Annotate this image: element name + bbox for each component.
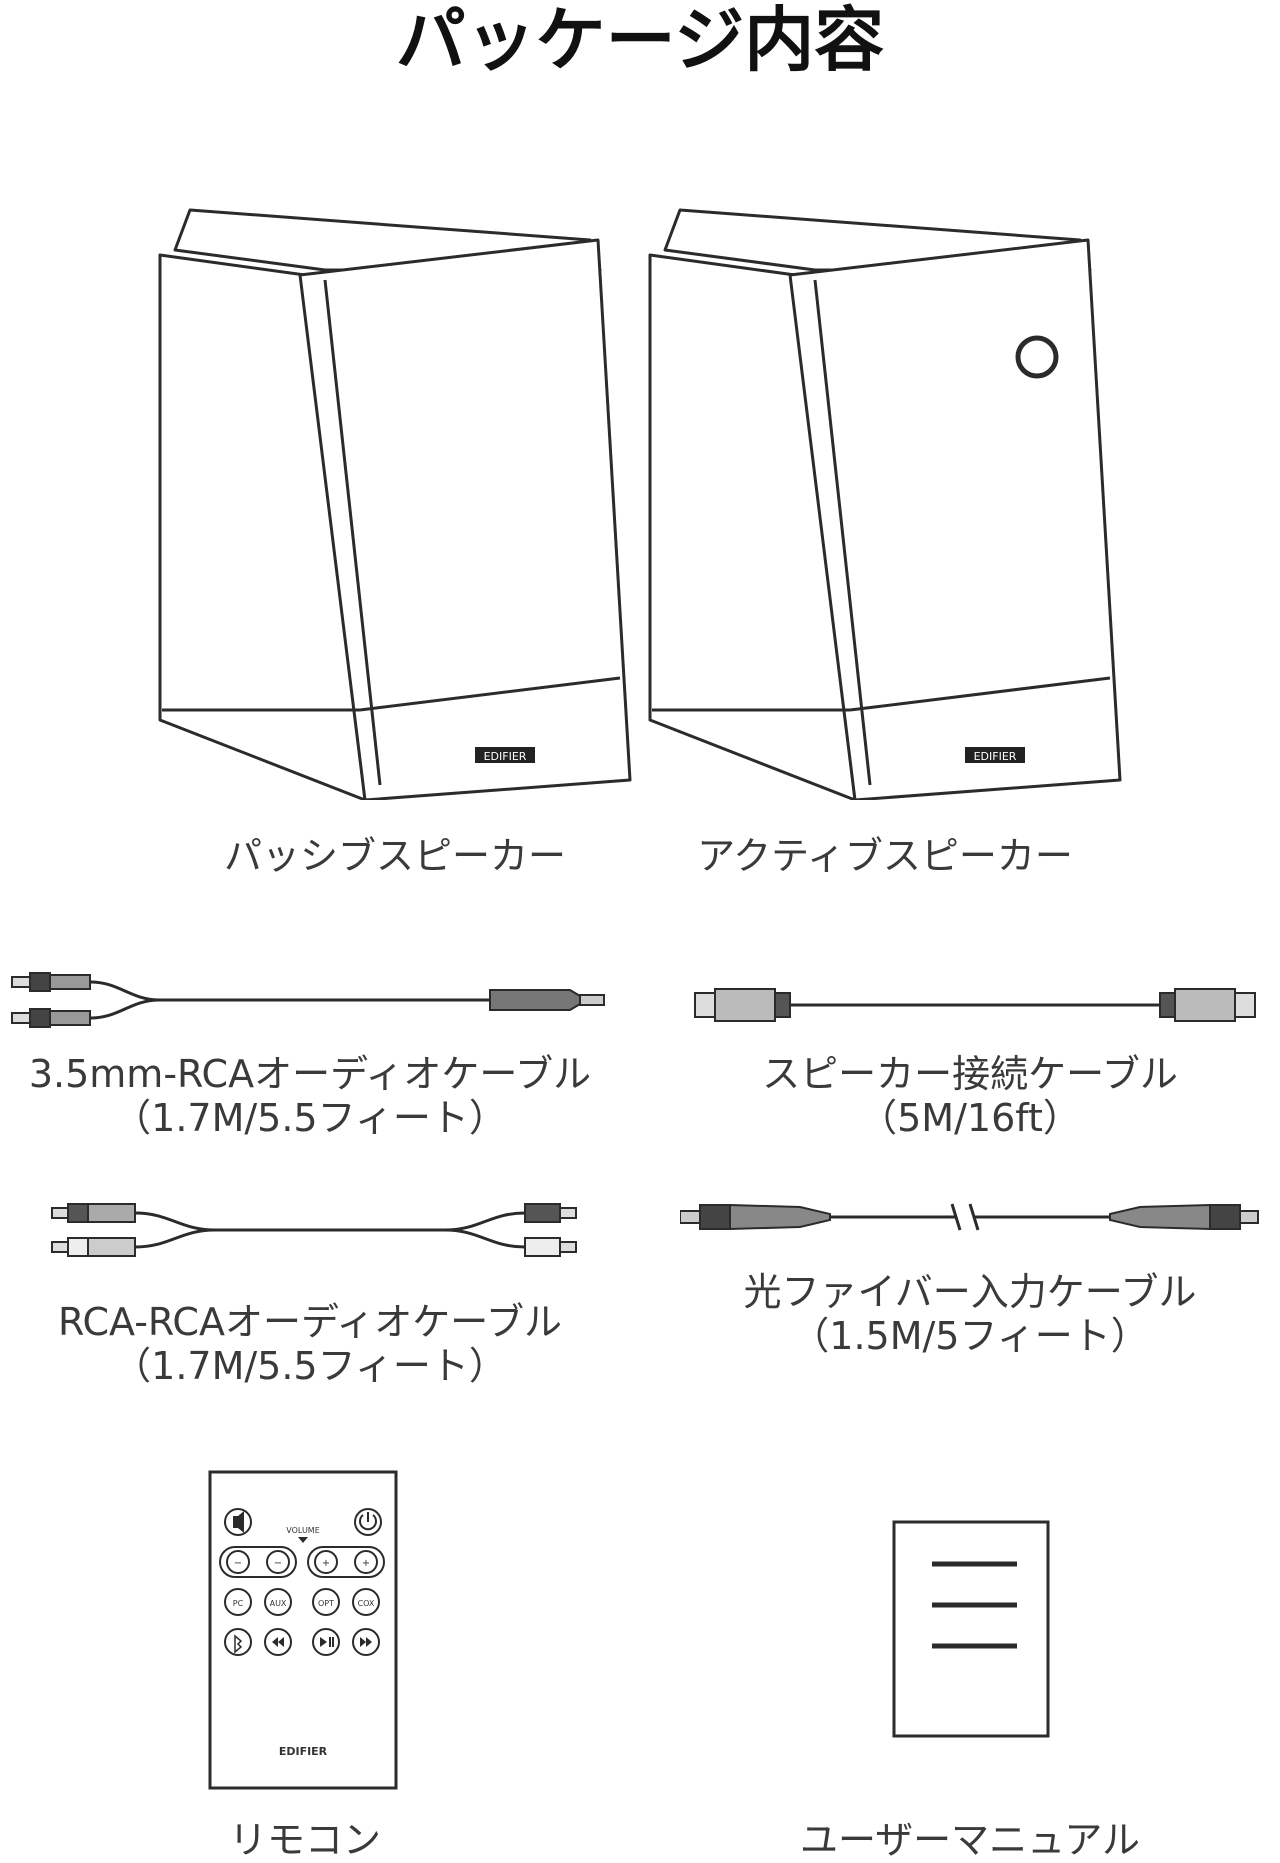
remote-btn-vol-up-2: + [362, 1558, 370, 1569]
remote-btn-cox: COX [358, 1599, 375, 1608]
manual-label: ユーザーマニュアル [799, 1818, 1141, 1862]
active-speaker-label: アクティブスピーカー [697, 834, 1073, 878]
logo-icon [475, 747, 535, 763]
passive-speaker-illustration: EDIFIER [150, 200, 640, 800]
speaker-cable-illustration [690, 975, 1260, 1035]
active-speaker-logo: EDIFIER [974, 750, 1017, 763]
aux-cable-label: 3.5mm-RCAオーディオケーブル （1.7M/5.5フィート） [28, 1052, 592, 1140]
remote-brand: EDIFIER [279, 1745, 328, 1758]
passive-speaker-label: パッシブスピーカー [223, 834, 566, 878]
aux-cable-illustration [10, 960, 610, 1040]
optical-cable-label: 光ファイバー入力ケーブル （1.5M/5フィート） [743, 1270, 1197, 1358]
power-knob-icon [1015, 335, 1059, 379]
remote-volume-label: VOLUME [286, 1526, 320, 1535]
remote-btn-vol-down-1: − [234, 1558, 242, 1569]
remote-btn-opt: OPT [318, 1599, 334, 1608]
remote-label: リモコン [228, 1818, 381, 1862]
page-title: パッケージ内容 [395, 0, 885, 81]
passive-speaker-logo: EDIFIER [484, 750, 527, 763]
active-speaker-illustration: EDIFIER [640, 200, 1130, 800]
speaker-cable-label: スピーカー接続ケーブル （5M/16ft） [762, 1052, 1178, 1140]
rca-cable-illustration [50, 1195, 580, 1265]
bluetooth-icon [224, 1628, 252, 1656]
optical-cable-illustration [680, 1192, 1260, 1242]
remote-btn-pc: PC [233, 1599, 244, 1608]
manual-illustration [892, 1520, 1052, 1740]
rca-cable-label: RCA-RCAオーディオケーブル （1.7M/5.5フィート） [57, 1300, 563, 1388]
remote-btn-vol-down-2: − [274, 1558, 282, 1569]
remote-btn-vol-up-1: + [322, 1558, 330, 1569]
remote-illustration: VOLUME − − + + PC AUX OPT COX EDIFIER [208, 1470, 398, 1790]
remote-btn-aux: AUX [270, 1599, 287, 1608]
logo-icon [965, 747, 1025, 763]
